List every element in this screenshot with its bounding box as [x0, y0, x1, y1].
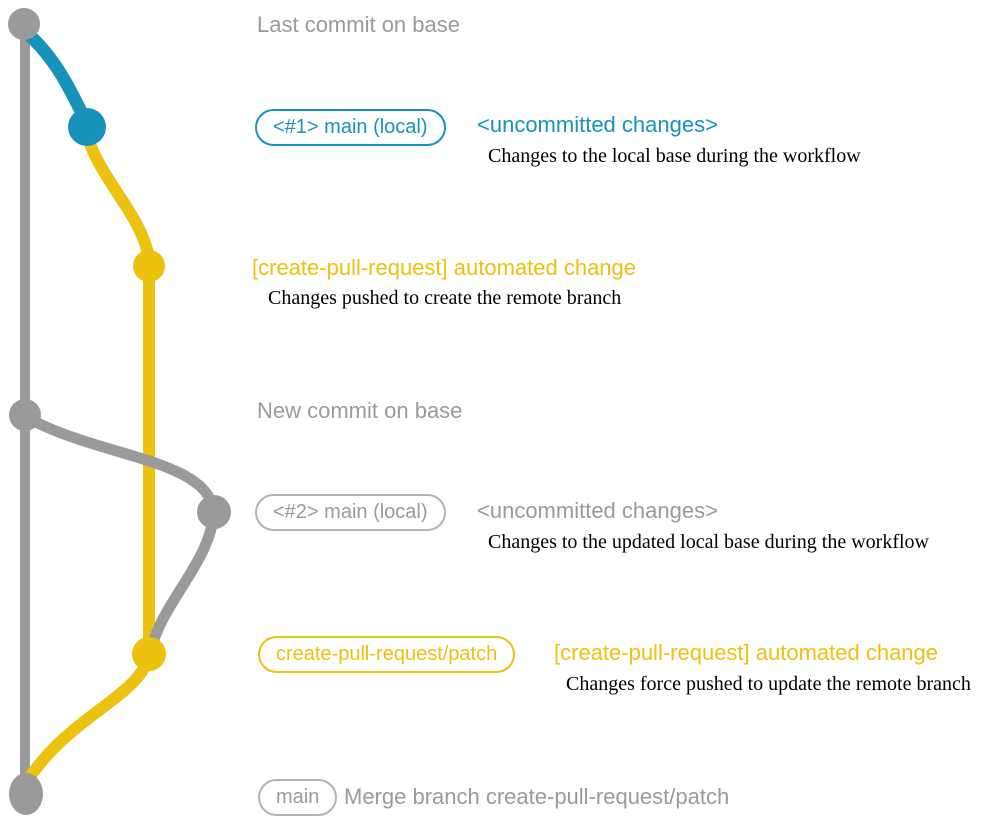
commit-node-merge: [9, 773, 43, 815]
automated-change-title-1: [create-pull-request] automated change: [252, 255, 637, 280]
branch-badge-main-local-1: <#1> main (local): [255, 109, 446, 146]
automated-change-desc-1: Changes pushed to create the remote bran…: [268, 287, 622, 309]
merge-edge: [22, 648, 155, 786]
branch-badge-main-merge: main: [258, 779, 338, 816]
commit-node-pr-2: [132, 637, 166, 671]
automated-change-desc-2: Changes force pushed to update the remot…: [566, 673, 971, 695]
new-commit-note: New commit on base: [257, 398, 463, 423]
commit-node-local-2: [197, 495, 231, 529]
automated-change-title-2: [create-pull-request] automated change: [554, 640, 939, 665]
commit-node-pr-1: [133, 250, 165, 282]
branch-badge-main-local-2: <#2> main (local): [255, 494, 446, 531]
uncommitted-changes-desc-2: Changes to the updated local base during…: [488, 531, 929, 553]
commit-node-new-base: [9, 399, 41, 431]
uncommitted-changes-title-1: <uncommitted changes>: [477, 112, 718, 137]
uncommitted-changes-title-2: <uncommitted changes>: [477, 498, 718, 523]
commit-node-last-base: [8, 8, 40, 40]
commit-node-local-1: [68, 108, 106, 146]
merge-commit-title: Merge branch create-pull-request/patch: [344, 784, 730, 809]
branch-badge-pr-patch: create-pull-request/patch: [258, 636, 516, 673]
last-commit-note: Last commit on base: [257, 12, 460, 37]
uncommitted-changes-edge-2: [20, 411, 220, 658]
uncommitted-changes-desc-1: Changes to the local base during the wor…: [488, 145, 861, 167]
pr-branch-line: [81, 127, 155, 660]
